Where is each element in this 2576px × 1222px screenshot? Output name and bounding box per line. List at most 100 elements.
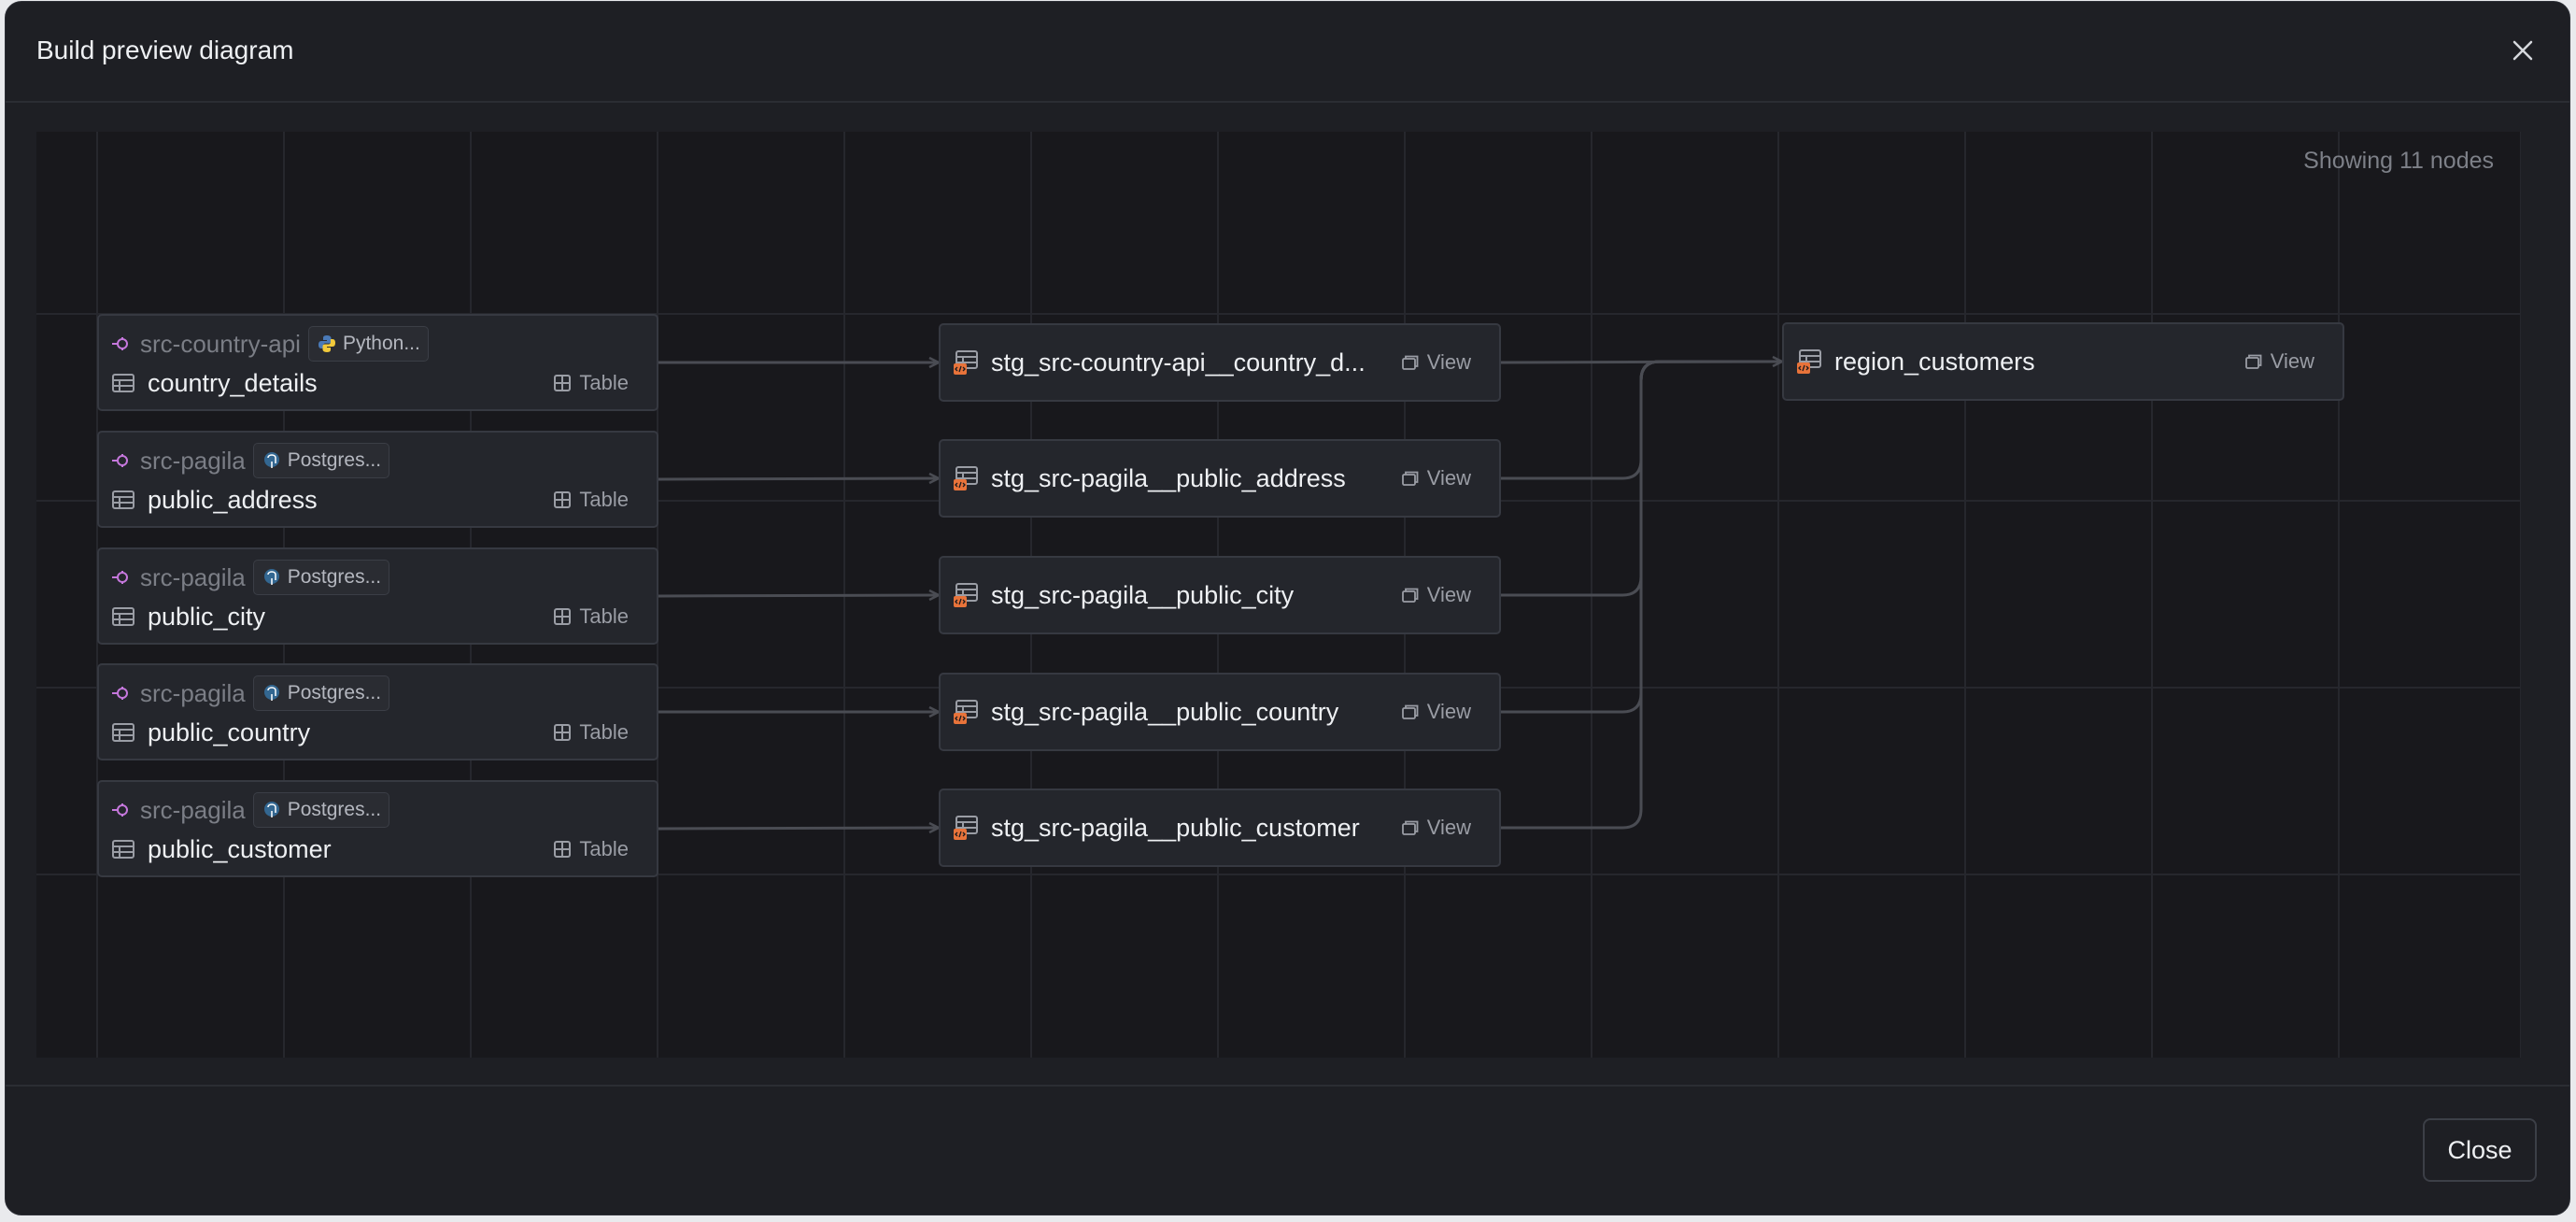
edge-staging-to-final (1501, 360, 1782, 830)
type-label: View (1426, 583, 1471, 606)
model-icon (954, 700, 978, 724)
staging-node-public-country[interactable]: stg_src-pagila__public_country View (939, 673, 1501, 751)
node-name: stg_src-pagila__public_country (991, 697, 1339, 726)
type-tag: View (1401, 700, 1471, 724)
source-icon (112, 803, 128, 817)
close-button[interactable]: Close (2423, 1118, 2537, 1182)
python-icon (318, 335, 335, 352)
connector-label: Python... (342, 333, 420, 354)
connector-label: Postgres... (287, 682, 382, 703)
model-icon (954, 466, 978, 490)
connector-badge: Postgres... (252, 443, 390, 478)
source-icon (112, 571, 128, 584)
source-node-public-address[interactable]: src-pagila Postgres... public_address Ta… (97, 431, 658, 528)
source-node-public-city[interactable]: src-pagila Postgres... public_city Table (97, 547, 658, 645)
view-icon (2244, 354, 2262, 369)
type-tag: View (2244, 349, 2314, 374)
type-label: View (1426, 700, 1471, 723)
table-icon (112, 723, 134, 742)
dialog-title: Build preview diagram (36, 36, 294, 64)
type-tag: View (1401, 466, 1471, 490)
staging-node-public-city[interactable]: stg_src-pagila__public_city View (939, 556, 1501, 634)
node-name: country_details (148, 368, 318, 397)
type-label: Table (579, 371, 629, 394)
source-name: src-pagila (140, 446, 246, 475)
source-name: src-pagila (140, 795, 246, 824)
staging-node-country-details[interactable]: stg_src-country-api__country_d... View (939, 323, 1501, 402)
type-tag: Table (553, 371, 629, 395)
postgres-icon (263, 802, 279, 817)
node-name: stg_src-pagila__public_address (991, 463, 1346, 492)
type-tag: Table (553, 488, 629, 512)
model-icon (954, 583, 978, 607)
type-label: View (2270, 349, 2314, 373)
type-tag: Table (553, 604, 629, 629)
type-tag: Table (553, 720, 629, 745)
type-label: Table (579, 604, 629, 628)
connector-label: Postgres... (287, 566, 382, 588)
type-tag: Table (553, 837, 629, 861)
node-count-label: Showing 11 nodes (2303, 148, 2494, 174)
node-name: region_customers (1834, 347, 2035, 376)
type-tag: View (1401, 350, 1471, 375)
table-type-icon (554, 841, 572, 858)
connector-label: Postgres... (287, 799, 382, 820)
dialog-footer: Close (6, 1085, 2569, 1215)
dialog-header: Build preview diagram (6, 2, 2569, 103)
source-node-public-customer[interactable]: src-pagila Postgres... public_customer T… (97, 780, 658, 877)
table-icon (112, 607, 134, 626)
edge-source-to-staging (658, 595, 939, 596)
staging-node-public-address[interactable]: stg_src-pagila__public_address View (939, 439, 1501, 518)
view-icon (1401, 471, 1419, 486)
postgres-icon (263, 569, 279, 585)
table-type-icon (554, 724, 572, 741)
type-label: View (1426, 466, 1471, 490)
view-icon (1401, 355, 1419, 370)
diagram-canvas[interactable]: Showing 11 nodes src-country-api Python.… (36, 132, 2521, 1058)
type-label: View (1426, 816, 1471, 839)
model-icon (954, 816, 978, 840)
source-icon (112, 687, 128, 700)
source-name: src-country-api (140, 329, 301, 358)
connector-label: Postgres... (287, 449, 382, 471)
model-icon (1797, 349, 1821, 374)
model-icon (954, 350, 978, 375)
source-node-country-details[interactable]: src-country-api Python... country_detail… (97, 314, 658, 411)
type-label: Table (579, 720, 629, 744)
node-name: public_country (148, 718, 311, 746)
view-icon (1401, 704, 1419, 719)
table-type-icon (554, 491, 572, 508)
table-type-icon (554, 375, 572, 391)
postgres-icon (263, 685, 279, 701)
edge-source-to-staging (658, 828, 939, 829)
source-icon (112, 454, 128, 467)
close-icon[interactable] (2504, 32, 2541, 69)
lineage-edges (658, 132, 2521, 1058)
edge-source-to-staging (658, 478, 939, 479)
view-icon (1401, 588, 1419, 603)
source-name: src-pagila (140, 678, 246, 707)
final-node-region-customers[interactable]: region_customers View (1782, 322, 2344, 401)
staging-node-public-customer[interactable]: stg_src-pagila__public_customer View (939, 789, 1501, 867)
connector-badge: Python... (307, 326, 429, 362)
source-name: src-pagila (140, 562, 246, 591)
type-label: View (1426, 350, 1471, 374)
node-name: stg_src-pagila__public_customer (991, 813, 1360, 842)
type-tag: View (1401, 816, 1471, 840)
type-label: Table (579, 488, 629, 511)
source-node-public-country[interactable]: src-pagila Postgres... public_country Ta… (97, 663, 658, 760)
node-name: public_customer (148, 834, 332, 863)
build-preview-dialog: Build preview diagram Showing 11 nodes s… (5, 1, 2570, 1215)
connector-badge: Postgres... (252, 675, 390, 711)
node-name: stg_src-country-api__country_d... (991, 348, 1366, 377)
table-icon (112, 840, 134, 859)
table-icon (112, 490, 134, 509)
connector-badge: Postgres... (252, 792, 390, 828)
table-icon (112, 374, 134, 392)
node-name: public_city (148, 602, 266, 631)
view-icon (1401, 820, 1419, 835)
node-name: public_address (148, 485, 318, 514)
type-tag: View (1401, 583, 1471, 607)
source-icon (112, 337, 128, 350)
type-label: Table (579, 837, 629, 860)
